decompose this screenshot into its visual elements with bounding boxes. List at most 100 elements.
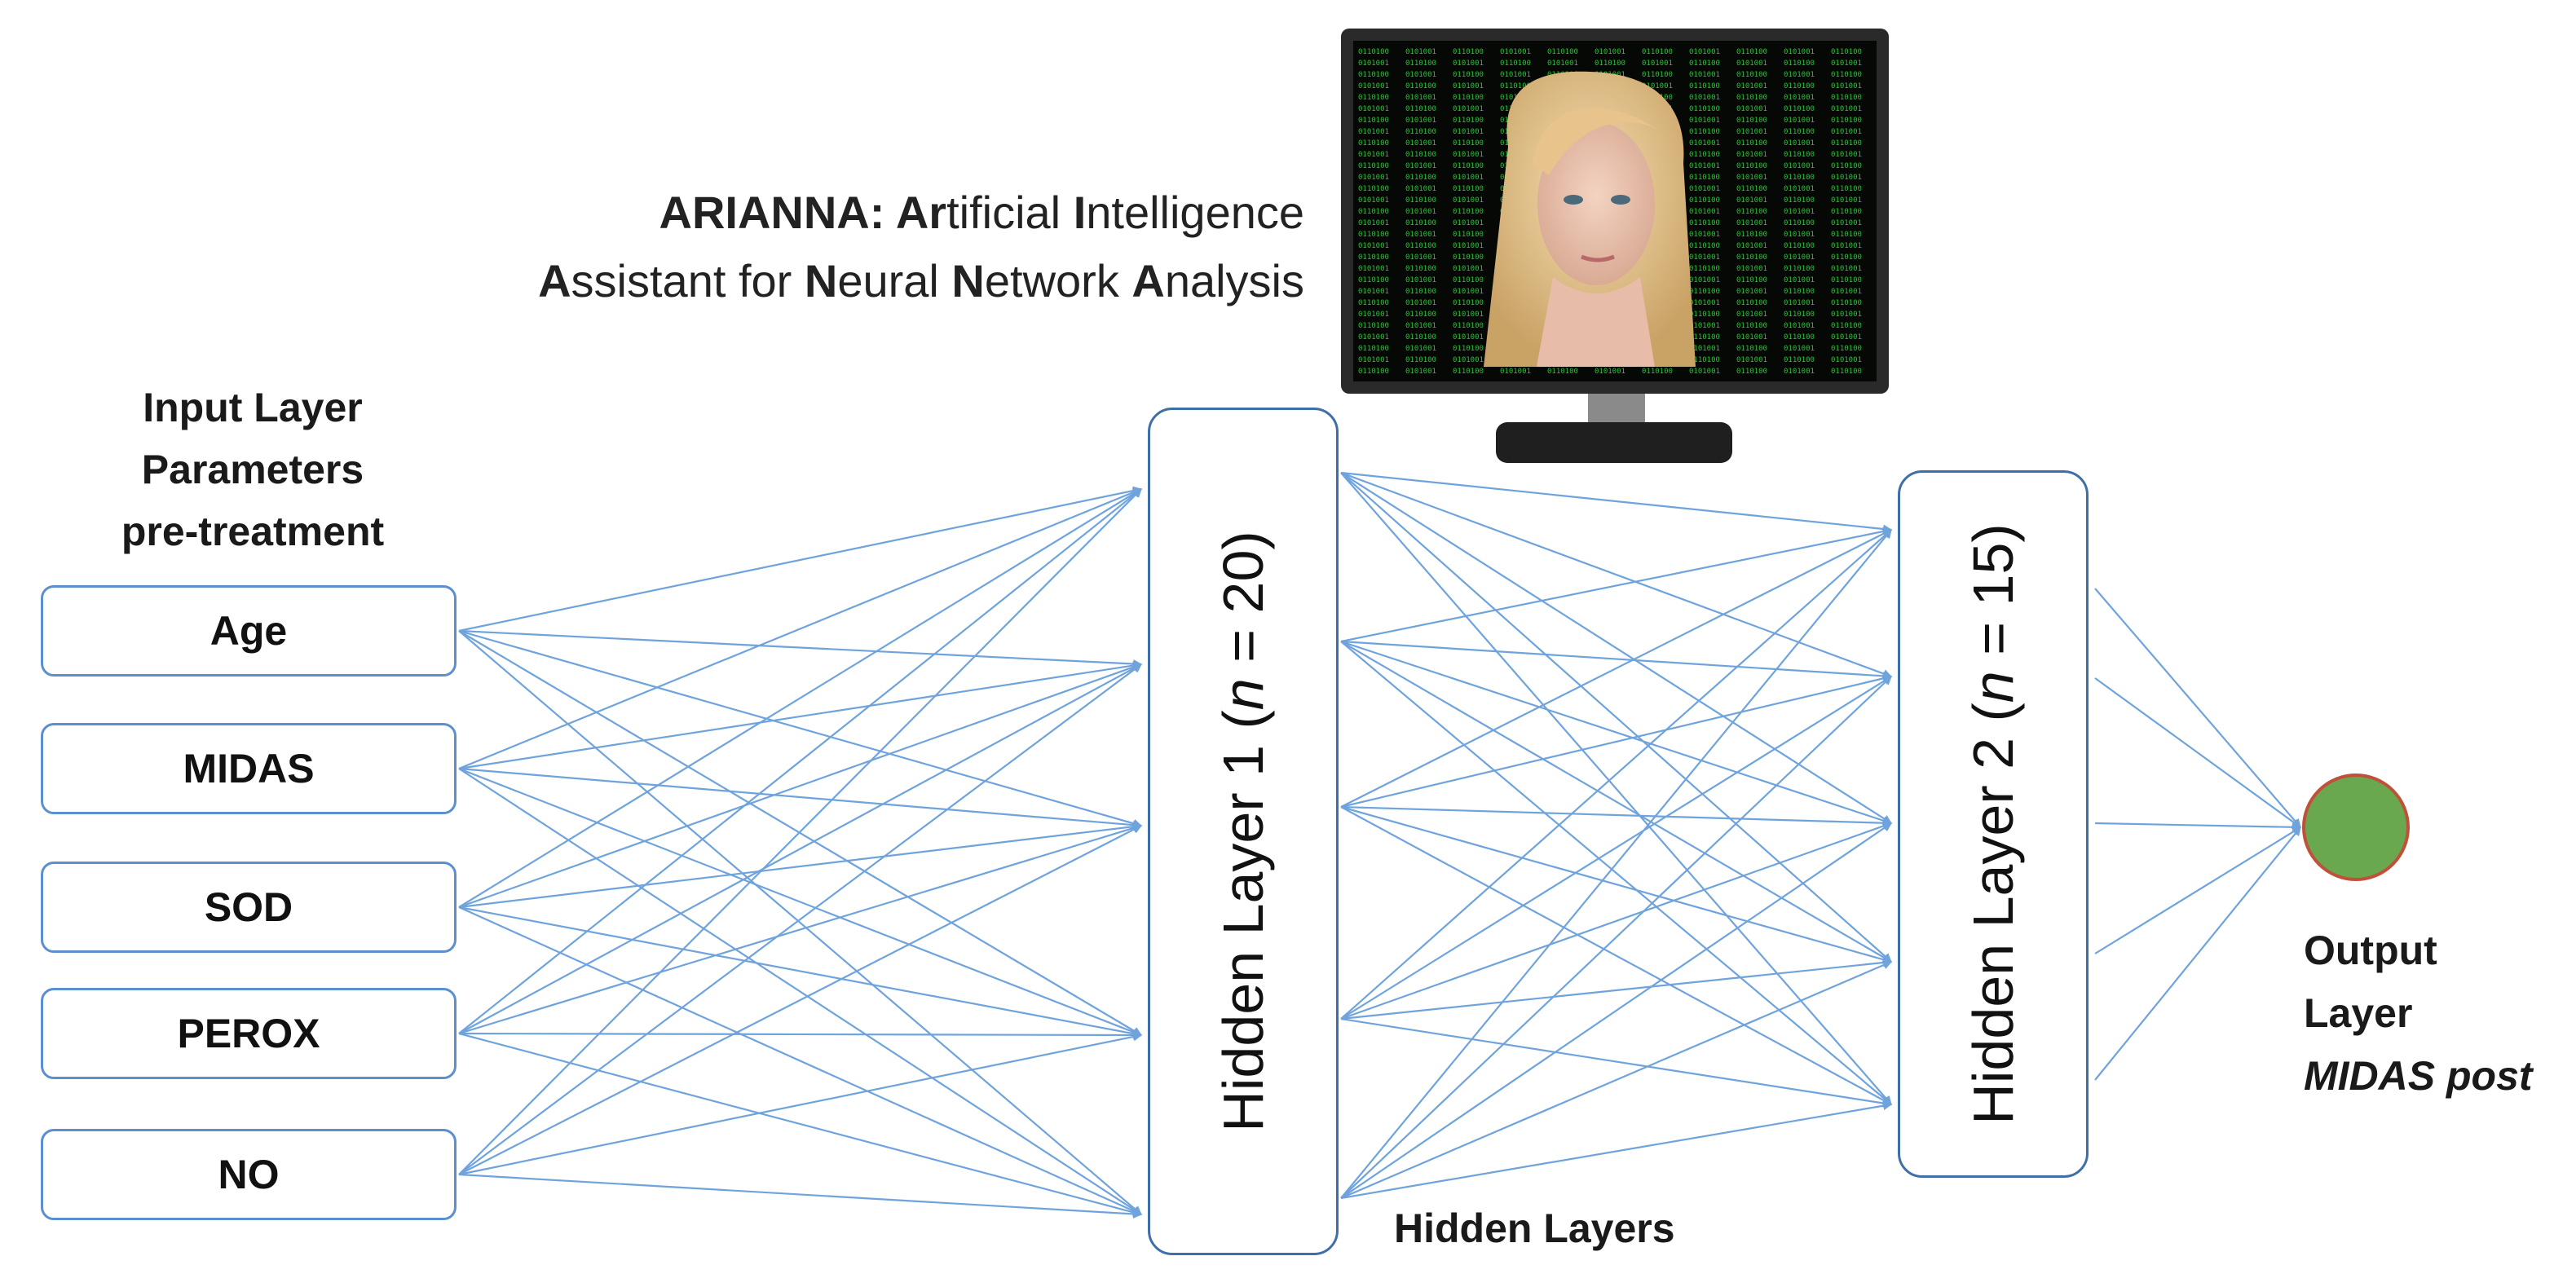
matrix-code: 0110100 <box>1689 242 1720 250</box>
matrix-code: 0110100 <box>1405 219 1436 227</box>
title-line-2-run-2: N <box>804 255 838 306</box>
title-line-2-run-1: ssistant for <box>571 255 805 306</box>
matrix-code: 0101001 <box>1736 242 1767 250</box>
matrix-code: 0110100 <box>1453 253 1484 262</box>
matrix-code: 0110100 <box>1689 196 1720 205</box>
hidden-layer-1-label: Hidden Layer 1 (n = 20) <box>1211 531 1276 1131</box>
input-node-midas: MIDAS <box>41 723 457 814</box>
matrix-code: 0110100 <box>1689 265 1720 273</box>
matrix-code: 0110100 <box>1358 208 1389 216</box>
matrix-code: 0101001 <box>1358 128 1389 136</box>
matrix-code: 0101001 <box>1831 128 1862 136</box>
matrix-code: 0101001 <box>1736 265 1767 273</box>
output-label-line-1: Output <box>2304 928 2437 973</box>
matrix-code: 0110100 <box>1453 71 1484 79</box>
hidden-layer-1-suffix: = 20) <box>1211 531 1275 679</box>
matrix-code: 0101001 <box>1453 265 1484 273</box>
matrix-code: 0101001 <box>1595 48 1625 56</box>
connection-in-0-h1-2 <box>458 629 1143 828</box>
matrix-code: 0101001 <box>1453 196 1484 205</box>
connection-h1-0-h2-0 <box>1340 471 1893 534</box>
matrix-code: 0101001 <box>1358 105 1389 113</box>
matrix-code: 0101001 <box>1736 196 1767 205</box>
connection-h2-2-out <box>2094 822 2302 832</box>
matrix-code: 0110100 <box>1453 94 1484 102</box>
connection-in-0-h1-0 <box>458 486 1143 632</box>
matrix-code: 0110100 <box>1736 208 1767 216</box>
matrix-code: 0110100 <box>1784 60 1815 68</box>
connection-in-2-h1-1 <box>458 663 1143 909</box>
matrix-code: 0110100 <box>1453 139 1484 148</box>
matrix-code: 0101001 <box>1358 265 1389 273</box>
matrix-code: 0101001 <box>1405 299 1436 307</box>
matrix-code: 0110100 <box>1453 322 1484 330</box>
connection-in-1-h1-4 <box>458 768 1142 1215</box>
matrix-code: 0110100 <box>1736 253 1767 262</box>
connection-h1-0-h2-2 <box>1340 472 1892 824</box>
matrix-code: 0101001 <box>1784 48 1815 56</box>
matrix-code: 0101001 <box>1453 288 1484 296</box>
matrix-code: 0110100 <box>1405 356 1436 364</box>
matrix-code: 0101001 <box>1500 48 1531 56</box>
matrix-code: 0101001 <box>1453 242 1484 250</box>
matrix-code: 0110100 <box>1831 276 1862 284</box>
matrix-code: 0110100 <box>1453 368 1484 376</box>
matrix-code: 0110100 <box>1358 185 1389 193</box>
title-line-2-run-3: eural <box>837 255 952 306</box>
matrix-code: 0110100 <box>1547 48 1578 56</box>
matrix-code: 0101001 <box>1831 174 1862 182</box>
matrix-code: 0101001 <box>1736 82 1767 90</box>
matrix-code: 0110100 <box>1500 60 1531 68</box>
matrix-code: 0110100 <box>1405 242 1436 250</box>
matrix-code: 0110100 <box>1784 311 1815 319</box>
connection-h1-3-h2-2 <box>1340 822 1893 1020</box>
matrix-code: 0101001 <box>1453 151 1484 159</box>
title-line-2: Assistant for Neural Network Analysis <box>538 246 1304 316</box>
connection-h1-1-h2-4 <box>1340 641 1892 1105</box>
connection-in-3-h1-0 <box>458 488 1142 1034</box>
connection-h1-1-h2-1 <box>1340 640 1893 681</box>
matrix-code: 0110100 <box>1831 71 1862 79</box>
matrix-code: 0101001 <box>1405 71 1436 79</box>
title-line-2-run-7: nalysis <box>1164 255 1304 306</box>
matrix-code: 0110100 <box>1595 60 1625 68</box>
connection-h1-3-h2-3 <box>1340 958 1893 1020</box>
title-line-1: ARIANNA: Artificial Intelligence <box>659 178 1304 248</box>
connection-in-1-h1-0 <box>458 487 1143 770</box>
matrix-code: 0101001 <box>1358 333 1389 342</box>
matrix-code: 0110100 <box>1784 128 1815 136</box>
connection-h1-3-h2-1 <box>1340 676 1892 1020</box>
matrix-code: 0101001 <box>1358 174 1389 182</box>
connection-h2-3-out <box>2094 826 2301 954</box>
matrix-code: 0101001 <box>1784 208 1815 216</box>
matrix-code: 0101001 <box>1736 219 1767 227</box>
matrix-code: 0101001 <box>1642 60 1673 68</box>
matrix-code: 0110100 <box>1689 288 1720 296</box>
matrix-code: 0110100 <box>1736 345 1767 353</box>
input-node-no: NO <box>41 1129 457 1220</box>
matrix-code: 0101001 <box>1784 162 1815 170</box>
matrix-code: 0110100 <box>1831 185 1862 193</box>
connection-h1-1-h2-3 <box>1340 641 1892 963</box>
matrix-code: 0110100 <box>1405 288 1436 296</box>
matrix-code: 0110100 <box>1358 162 1389 170</box>
matrix-code: 0110100 <box>1453 208 1484 216</box>
connection-in-2-h1-0 <box>458 488 1142 908</box>
matrix-code: 0110100 <box>1736 185 1767 193</box>
input-header-line-2: Parameters <box>141 447 364 492</box>
matrix-code: 0110100 <box>1358 231 1389 239</box>
matrix-code: 0110100 <box>1642 71 1673 79</box>
matrix-code: 0110100 <box>1689 105 1720 113</box>
matrix-code: 0110100 <box>1642 368 1673 376</box>
matrix-code: 0110100 <box>1831 322 1862 330</box>
matrix-code: 0101001 <box>1689 208 1720 216</box>
matrix-code: 0101001 <box>1453 60 1484 68</box>
monitor-icon: 0110100 0101001 0110100 0101001 0110100 01010… <box>1341 29 1889 463</box>
input-layer-header: Input Layer Parameters pre-treatment <box>49 377 457 562</box>
matrix-code: 0101001 <box>1831 196 1862 205</box>
hidden-layer-2-prefix: Hidden Layer 2 ( <box>1961 703 2025 1125</box>
input-header-line-1: Input Layer <box>143 385 363 430</box>
connection-h2-4-out <box>2094 826 2301 1081</box>
matrix-code: 0110100 <box>1784 356 1815 364</box>
matrix-code: 0110100 <box>1831 139 1862 148</box>
